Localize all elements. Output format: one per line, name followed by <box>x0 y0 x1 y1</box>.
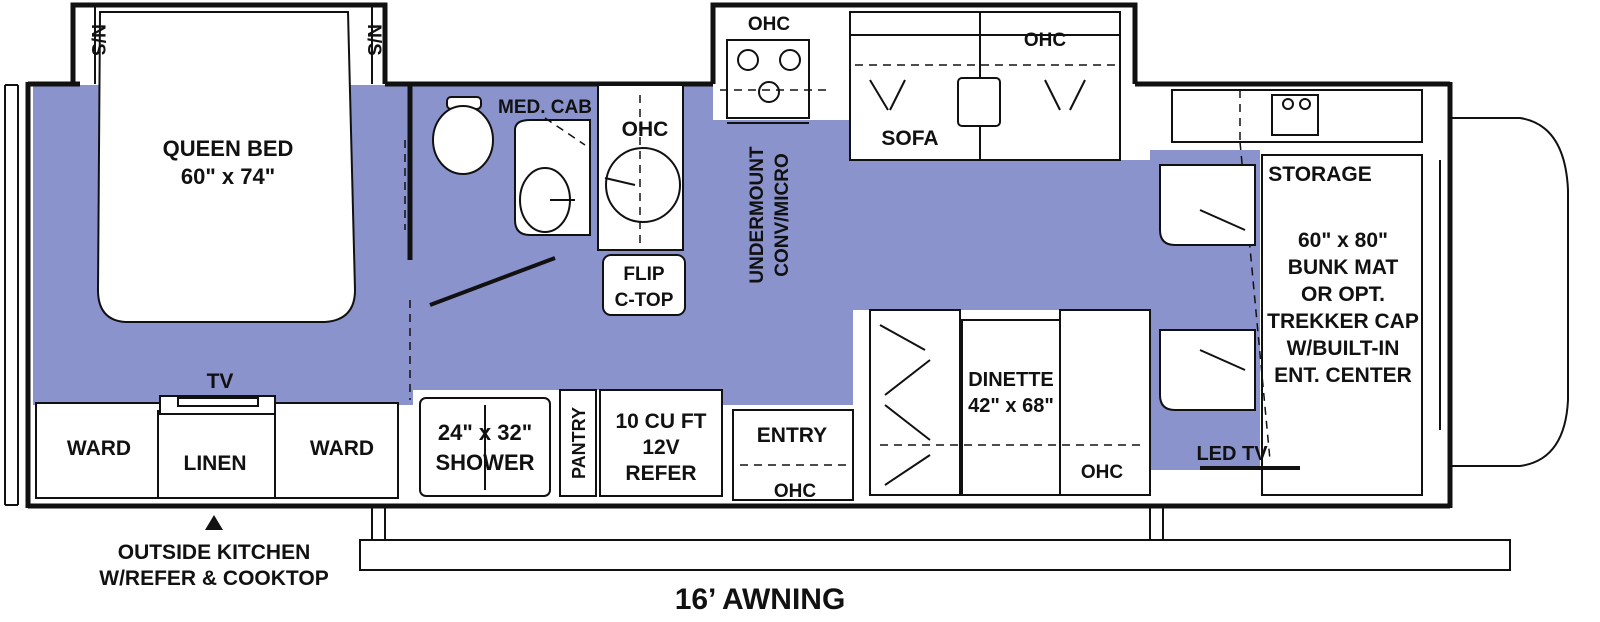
sofa-label: SOFA <box>881 127 938 150</box>
ohc-range-label: OHC <box>748 14 791 35</box>
outside-kitchen-label-2: W/REFER & COOKTOP <box>99 567 328 590</box>
linen-label: LINEN <box>184 452 247 475</box>
dinette: DINETTE 42" x 68" OHC <box>869 309 1151 496</box>
passenger-seat <box>1159 329 1256 411</box>
awning: 16’ AWNING <box>359 506 1511 616</box>
ohc-entry-label: OHC <box>774 481 817 502</box>
rear-storage: TV WARD LINEN WARD <box>35 370 399 499</box>
shower-label: SHOWER <box>436 450 535 475</box>
refrigerator: 10 CU FT 12V REFER <box>599 389 723 497</box>
led-tv-label: LED TV <box>1196 443 1268 465</box>
ohc-dinette-label: OHC <box>1081 462 1124 483</box>
microwave-label-2: CONV/MICRO <box>772 153 793 277</box>
queen-bed: QUEEN BED 60" x 74" <box>96 11 357 323</box>
refer-label-2: 12V <box>642 436 679 459</box>
pantry: PANTRY <box>559 389 597 497</box>
nightstand-left-label: N/S <box>87 24 108 56</box>
refer-label-1: 10 CU FT <box>615 410 706 433</box>
bunk-label-2: BUNK MAT <box>1288 256 1399 279</box>
cab-outline <box>1452 117 1569 467</box>
med-cab-label: MED. CAB <box>498 97 592 118</box>
nightstand-right-label: N/S <box>363 24 384 56</box>
bunk-label-6: ENT. CENTER <box>1274 364 1412 387</box>
dinette-label: DINETTE <box>968 369 1054 391</box>
tv-label: TV <box>207 370 234 393</box>
flip-counter-top <box>602 254 686 316</box>
microwave-label-1: UNDERMOUNT <box>747 146 768 284</box>
dinette-bench-left <box>869 309 961 496</box>
queen-bed-size-label: 60" x 74" <box>181 164 275 189</box>
flip-top-label-1: FLIP <box>623 264 664 285</box>
ward-right-label: WARD <box>310 437 374 460</box>
refer-label-3: REFER <box>625 462 696 485</box>
front-storage: STORAGE 60" x 80" BUNK MAT OR OPT. TREKK… <box>1159 89 1423 496</box>
entry-label: ENTRY <box>757 424 827 447</box>
vanity-sink <box>605 147 681 223</box>
shower: 24" x 32" SHOWER <box>419 397 551 497</box>
bunk-label-4: TREKKER CAP <box>1267 310 1419 333</box>
outside-kitchen-marker-icon <box>205 515 223 530</box>
flip-top-label-2: C-TOP <box>615 290 674 311</box>
sofa-table <box>957 77 1001 127</box>
dinette-size-label: 42" x 68" <box>968 395 1054 417</box>
storage-label: STORAGE <box>1268 163 1371 186</box>
bunk-label-1: 60" x 80" <box>1298 229 1388 252</box>
entry: ENTRY OHC <box>732 409 854 502</box>
bunk-label-3: OR OPT. <box>1301 283 1385 306</box>
rear-bumper <box>4 84 19 506</box>
range-area: OHC UNDERMOUNT CONV/MICRO <box>720 14 828 284</box>
ohc-bath-label: OHC <box>622 118 669 141</box>
shower-size-label: 24" x 32" <box>438 420 532 445</box>
dinette-bench-right <box>1059 309 1151 496</box>
storage-cabinet <box>1171 89 1423 143</box>
bathroom: MED. CAB OHC FLIP C-TOP <box>404 84 686 400</box>
queen-bed-title-label: QUEEN BED <box>163 136 294 161</box>
bunk-label-5: W/BUILT-IN <box>1287 337 1400 360</box>
bath-door <box>429 256 556 307</box>
awning-label: 16’ AWNING <box>675 583 846 616</box>
ward-left-label: WARD <box>67 437 131 460</box>
bunk-area <box>1261 154 1423 496</box>
driver-seat <box>1159 164 1256 246</box>
ohc-sofa-label: OHC <box>1024 30 1067 51</box>
toilet-bowl <box>432 105 494 175</box>
pantry-label: PANTRY <box>569 407 589 479</box>
outside-kitchen-label-1: OUTSIDE KITCHEN <box>118 541 311 564</box>
sofa: OHC SOFA <box>849 11 1121 161</box>
